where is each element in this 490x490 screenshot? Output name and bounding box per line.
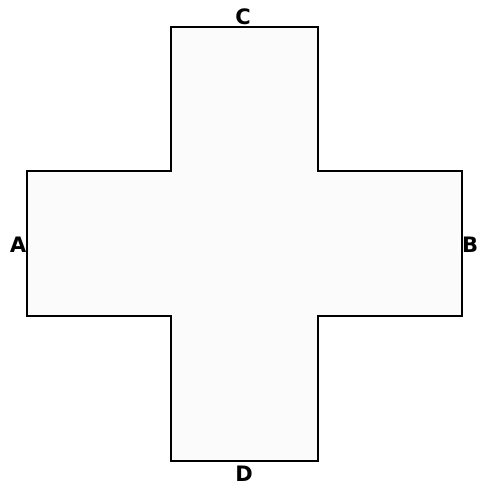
cross-shape bbox=[26, 26, 463, 462]
label-bottom: D bbox=[235, 462, 252, 486]
label-left: A bbox=[10, 233, 27, 257]
label-right: B bbox=[462, 233, 478, 257]
label-top: C bbox=[235, 5, 250, 29]
